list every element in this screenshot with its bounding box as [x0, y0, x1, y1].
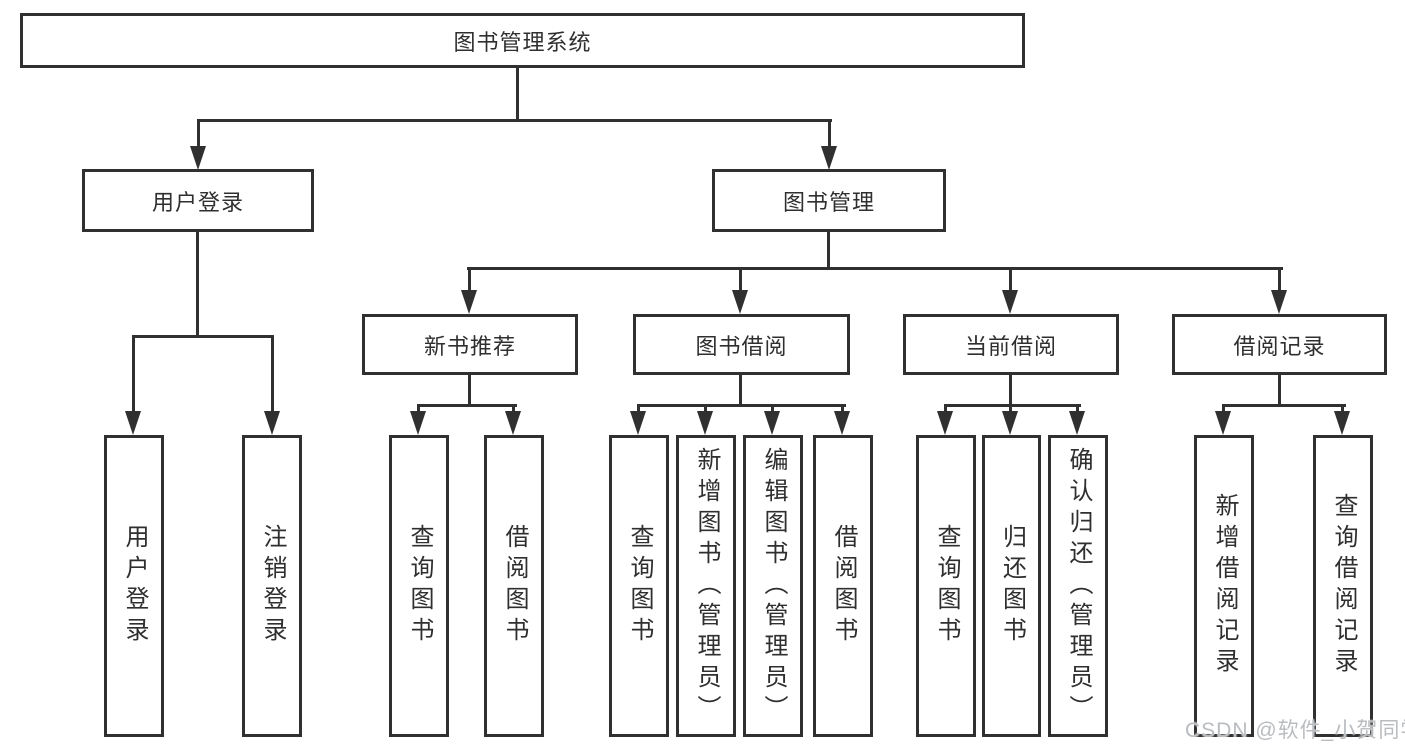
connector-vline	[1278, 267, 1281, 296]
leaf-query-borrow-record: 查询借阅记录	[1313, 435, 1373, 737]
connector-vline	[512, 404, 515, 417]
leaf-borrow-books-recommend: 借阅图书	[484, 435, 544, 737]
leaf-edit-books-admin: 编辑图书（管理员）	[743, 435, 803, 737]
connector-arrowhead	[697, 411, 713, 435]
connector-arrowhead	[1002, 411, 1018, 435]
leaf-add-books-admin: 新增图书（管理员）	[676, 435, 736, 737]
connector-arrowhead	[461, 290, 477, 314]
connector-arrowhead	[505, 411, 521, 435]
connector-vline	[1222, 404, 1225, 417]
connector-vline	[1278, 375, 1281, 407]
connector-hline	[944, 404, 1081, 407]
node-book-management: 图书管理	[712, 169, 946, 232]
connector-vline	[1076, 404, 1079, 417]
leaf-return-books: 归还图书	[982, 435, 1041, 737]
connector-vline	[1009, 404, 1012, 417]
leaf-borrow-books: 借阅图书	[813, 435, 873, 737]
connector-arrowhead	[264, 411, 280, 435]
connector-vline	[739, 267, 742, 296]
node-borrowing-records: 借阅记录	[1172, 314, 1387, 375]
leaf-query-books-recommend: 查询图书	[389, 435, 449, 737]
node-user-login: 用户登录	[82, 169, 314, 232]
node-book-borrowing: 图书借阅	[633, 314, 850, 375]
connector-vline	[828, 119, 831, 152]
connector-vline	[637, 404, 640, 417]
connector-vline	[271, 335, 274, 417]
leaf-query-books-current: 查询图书	[916, 435, 976, 737]
connector-hline	[467, 267, 1283, 270]
connector-vline	[704, 404, 707, 417]
connector-arrowhead	[1334, 411, 1350, 435]
leaf-logout-login: 注销登录	[242, 435, 302, 737]
connector-arrowhead	[937, 411, 953, 435]
leaf-add-borrow-record: 新增借阅记录	[1194, 435, 1254, 737]
connector-vline	[827, 232, 830, 270]
connector-vline	[516, 68, 519, 122]
connector-vline	[197, 119, 200, 152]
connector-vline	[1009, 375, 1012, 407]
connector-vline	[417, 404, 420, 417]
connector-arrowhead	[190, 146, 206, 170]
node-current-borrowing: 当前借阅	[903, 314, 1119, 375]
leaf-user-login: 用户登录	[104, 435, 164, 737]
connector-vline	[468, 267, 471, 296]
connector-arrowhead	[764, 411, 780, 435]
connector-vline	[771, 404, 774, 417]
connector-hline	[1222, 404, 1346, 407]
connector-arrowhead	[410, 411, 426, 435]
node-library-management-system: 图书管理系统	[20, 13, 1025, 68]
connector-arrowhead	[732, 290, 748, 314]
connector-vline	[841, 404, 844, 417]
connector-vline	[1341, 404, 1344, 417]
connector-arrowhead	[1215, 411, 1231, 435]
connector-vline	[944, 404, 947, 417]
connector-hline	[417, 404, 517, 407]
connector-vline	[468, 375, 471, 407]
connector-arrowhead	[630, 411, 646, 435]
connector-vline	[1009, 267, 1012, 296]
connector-arrowhead	[834, 411, 850, 435]
connector-arrowhead	[1002, 290, 1018, 314]
connector-hline	[197, 119, 832, 122]
node-new-book-recommendation: 新书推荐	[362, 314, 578, 375]
leaf-query-books-borrow: 查询图书	[609, 435, 669, 737]
connector-vline	[132, 335, 135, 417]
connector-arrowhead	[821, 146, 837, 170]
connector-arrowhead	[1069, 411, 1085, 435]
connector-vline	[739, 375, 742, 407]
connector-hline	[637, 404, 846, 407]
connector-arrowhead	[1271, 290, 1287, 314]
connector-arrowhead	[125, 411, 141, 435]
connector-hline	[132, 335, 274, 338]
leaf-confirm-return-admin: 确认归还（管理员）	[1048, 435, 1108, 737]
connector-vline	[196, 232, 199, 338]
watermark-text: CSDN @软件_小贺同学	[1185, 719, 1405, 742]
